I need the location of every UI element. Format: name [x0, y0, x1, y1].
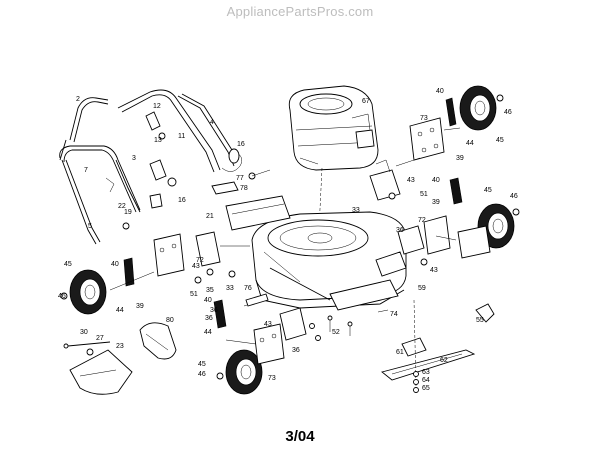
callout-c12: 12: [153, 103, 161, 110]
callout-c76: 76: [244, 285, 252, 292]
callout-c13: 13: [154, 137, 162, 144]
callout-c45c: 45: [64, 261, 72, 268]
mower-deck: [251, 211, 407, 311]
callout-c46a: 46: [504, 109, 512, 116]
callout-c22: 22: [118, 203, 126, 210]
wheel-left-rear: [213, 299, 285, 395]
blade-assembly: [381, 299, 476, 393]
callout-c2: 2: [76, 96, 80, 103]
callout-c52: 52: [332, 329, 340, 336]
callout-c43a: 43: [407, 177, 415, 184]
callout-c30: 30: [80, 329, 88, 336]
height-adjuster-left-rear: [243, 293, 321, 341]
callout-c59: 59: [418, 285, 426, 292]
upper-handle: [59, 89, 221, 173]
callout-c39a: 39: [456, 155, 464, 162]
callout-c44c: 44: [204, 329, 212, 336]
wheel-left-front: [60, 233, 185, 315]
control-bar: [177, 93, 235, 167]
callout-c78: 78: [240, 185, 248, 192]
callout-c39c: 39: [136, 303, 144, 310]
callout-c45a: 45: [496, 137, 504, 144]
callout-c72a: 72: [418, 217, 426, 224]
height-adjuster-left-front: [194, 231, 250, 284]
cable-bracket: [211, 169, 271, 195]
callout-c16a: 16: [237, 141, 245, 148]
callout-c11: 11: [178, 133, 185, 140]
callout-c40b: 40: [432, 177, 440, 184]
callout-c4: 4: [210, 119, 214, 126]
callout-c36a: 36: [396, 227, 404, 234]
height-adjuster-right-front: [397, 225, 428, 266]
callout-c62: 62: [440, 357, 448, 364]
callout-c40d: 40: [204, 297, 212, 304]
callout-c72b: 72: [196, 257, 204, 264]
callout-c27: 27: [96, 335, 104, 342]
callout-c46d: 46: [198, 371, 206, 378]
deck-screws: [327, 309, 389, 336]
callout-c40a: 40: [436, 88, 444, 95]
callout-c55: 55: [476, 317, 484, 324]
watermark: AppliancePartsPros.com: [226, 4, 374, 19]
callout-c19: 19: [124, 209, 132, 216]
handle-hardware: [105, 111, 177, 230]
rear-baffle: [225, 195, 291, 231]
callout-c74: 74: [390, 311, 398, 318]
callout-c63: 63: [422, 369, 430, 376]
callout-c67: 67: [362, 98, 370, 105]
callout-c73a: 73: [420, 115, 428, 122]
engine: [288, 85, 379, 251]
callout-c40c: 40: [111, 261, 119, 268]
callout-c80: 80: [166, 317, 174, 324]
callout-c36c: 36: [205, 315, 213, 322]
callout-c44a: 44: [466, 140, 474, 147]
callout-c7: 7: [84, 167, 88, 174]
lower-handle: [59, 145, 141, 245]
wheel-right-rear: [409, 85, 504, 161]
callout-c3: 3: [132, 155, 136, 162]
callout-c77: 77: [236, 175, 244, 182]
callout-c51a: 51: [420, 191, 428, 198]
callout-c5: 5: [88, 223, 92, 230]
callout-c45b: 45: [484, 187, 492, 194]
callout-c51b: 51: [190, 291, 198, 298]
height-adjuster-right-rear: [369, 157, 421, 201]
control-cable: [221, 148, 242, 172]
callout-c46b: 46: [510, 193, 518, 200]
date-code: 3/04: [285, 428, 315, 445]
callout-c65: 65: [422, 385, 430, 392]
callout-c64: 64: [422, 377, 430, 384]
callout-c16b: 16: [178, 197, 186, 204]
callout-c33b: 33: [226, 285, 234, 292]
callout-labels: 2712131141631622519777821674073464544394…: [58, 88, 518, 392]
wheel-right-front: [423, 177, 520, 259]
callout-c45d: 45: [198, 361, 206, 368]
callout-c61: 61: [396, 349, 404, 356]
discharge-chute: [63, 322, 177, 395]
callout-c36b: 36: [210, 307, 218, 314]
callout-c35: 35: [206, 287, 214, 294]
clip-55: [475, 303, 495, 323]
callout-c43d: 43: [264, 321, 272, 328]
callout-c44b: 44: [116, 307, 124, 314]
callout-c21: 21: [206, 213, 214, 220]
callout-c46c: 46: [58, 293, 66, 300]
callout-c36d: 36: [292, 347, 300, 354]
callout-c33a: 33: [352, 207, 360, 214]
callout-c39b: 39: [432, 199, 440, 206]
callout-c43b: 43: [430, 267, 438, 274]
callout-c73b: 73: [268, 375, 276, 382]
callout-c23: 23: [116, 343, 124, 350]
callout-c43c: 43: [192, 263, 200, 270]
